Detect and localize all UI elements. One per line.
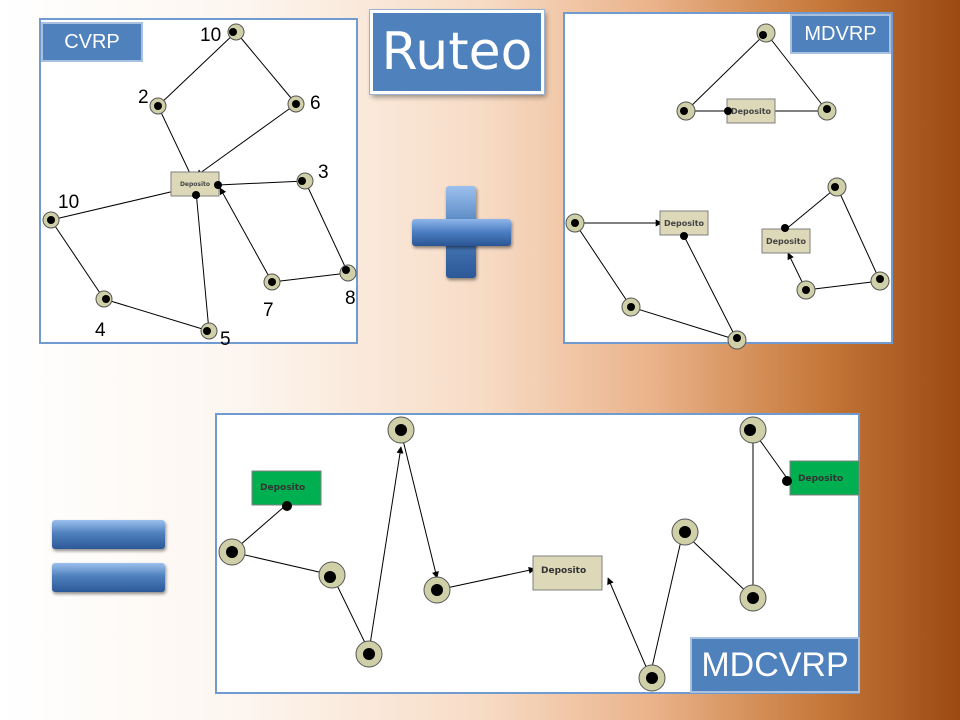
node	[387, 416, 415, 444]
demand-label: 5	[220, 329, 231, 350]
mdcvrp-tag: MDCVRP	[690, 637, 860, 693]
node	[355, 640, 383, 668]
equals-icon-bottom	[52, 563, 165, 592]
node	[296, 172, 314, 190]
node	[149, 97, 167, 115]
mdvrp-depot-label: Deposito	[766, 237, 807, 246]
demand-label: 8	[345, 288, 356, 309]
mdvrp-nodes	[565, 23, 890, 350]
cvrp-demand-labels: 10 2 6 3 10 8 7 4 5	[58, 25, 356, 350]
node	[739, 584, 767, 612]
mdcvrp-graph: Deposito Deposito Deposito	[218, 416, 860, 692]
depot-point	[214, 181, 222, 189]
demand-label: 7	[263, 300, 274, 321]
node	[423, 576, 451, 604]
node	[218, 538, 246, 566]
mdvrp-depot-1	[726, 98, 776, 124]
demand-label: 6	[310, 93, 321, 114]
cvrp-tag: CVRP	[41, 22, 143, 62]
mdcvrp-edges	[231, 431, 790, 677]
node	[817, 101, 837, 121]
node	[318, 561, 346, 589]
node	[870, 271, 890, 291]
depot-point	[192, 191, 200, 199]
mdcvrp-depot-label: Deposito	[260, 483, 305, 493]
node	[676, 101, 696, 121]
node	[671, 518, 699, 546]
mdvrp-tag: MDVRP	[790, 14, 891, 54]
depot-point	[724, 107, 732, 115]
mdvrp-depot-label: Deposito	[731, 107, 772, 116]
node	[756, 23, 776, 43]
demand-label: 10	[200, 25, 221, 46]
demand-label: 3	[318, 162, 329, 183]
mdcvrp-depot-label: Deposito	[541, 566, 586, 576]
mdcvrp-depot-label: Deposito	[798, 474, 843, 484]
node	[42, 211, 60, 229]
node	[287, 95, 305, 113]
page-title: Ruteo	[370, 10, 544, 94]
cvrp-nodes	[42, 23, 357, 340]
depot-point	[282, 501, 292, 511]
depot-point	[781, 224, 789, 232]
plus-icon-horizontal	[412, 219, 511, 246]
cvrp-graph: Deposito 10 2 6 3 10 8 7 4 5	[42, 23, 357, 350]
equals-icon-top	[52, 520, 165, 549]
demand-label: 10	[58, 192, 79, 213]
mdcvrp-depot-2	[532, 555, 603, 591]
depot-point	[680, 232, 688, 240]
cvrp-edges	[50, 31, 349, 333]
demand-label: 4	[95, 320, 106, 341]
node	[638, 664, 666, 692]
demand-label: 2	[138, 87, 149, 108]
node	[739, 416, 767, 444]
node	[727, 330, 747, 350]
mdvrp-depot-label: Deposito	[664, 219, 705, 228]
node	[263, 273, 281, 291]
node	[565, 213, 585, 233]
node	[339, 264, 357, 282]
cvrp-depot-label: Deposito	[180, 181, 210, 188]
node	[95, 290, 113, 308]
node	[796, 280, 816, 300]
mdcvrp-depot-3	[789, 460, 860, 496]
node	[827, 177, 847, 197]
mdvrp-depot-2	[659, 210, 709, 236]
node	[200, 322, 218, 340]
node	[227, 23, 245, 41]
mdcvrp-nodes	[218, 416, 792, 692]
node	[621, 297, 641, 317]
mdvrp-graph: Deposito Deposito Deposito	[565, 23, 890, 350]
depot-point	[782, 476, 792, 486]
